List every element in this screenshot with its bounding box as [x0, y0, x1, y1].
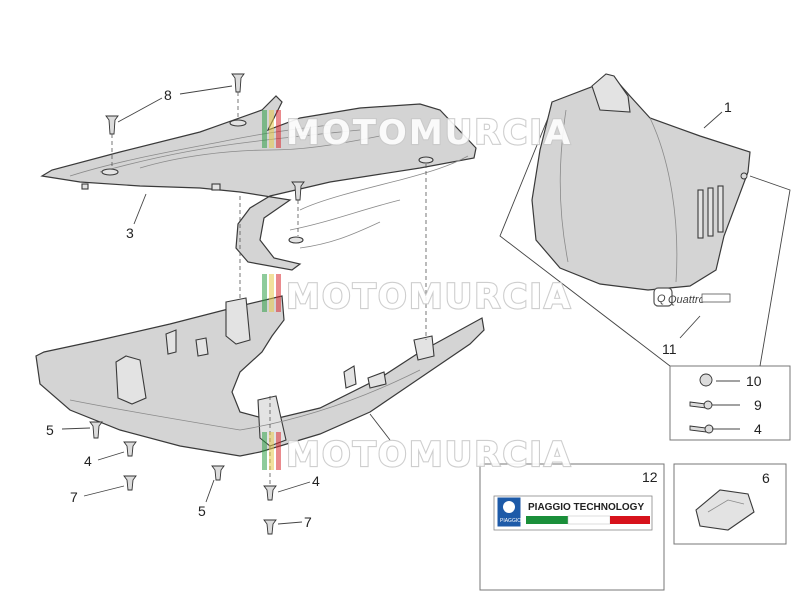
callout-7a: 7 [70, 489, 78, 505]
svg-text:Quattro: Quattro [668, 294, 705, 306]
callout-12: 12 [642, 469, 658, 485]
watermark-bottom: MOTOMURCIA [262, 432, 572, 476]
callout-8: 8 [164, 87, 172, 103]
callout-3: 3 [126, 225, 134, 241]
hardware-box [669, 365, 791, 441]
callout-4b: 4 [312, 473, 320, 489]
callout-1: 1 [724, 99, 732, 115]
decal-box: PIAGGIO PIAGGIO TECHNOLOGY [479, 463, 665, 591]
clip-box [673, 463, 787, 545]
callout-6: 6 [762, 470, 770, 486]
callout-11: 11 [662, 341, 677, 357]
callout-7b: 7 [304, 514, 312, 530]
callout-numbers: 1 3 8 11 10 9 4 5 4 7 5 4 7 12 6 [46, 87, 770, 530]
watermark-text: MOTOMURCIA [286, 113, 572, 153]
leader-lines [61, 85, 740, 525]
lower-body-panel [35, 295, 485, 457]
part-1-shield [531, 73, 751, 291]
callout-4c: 4 [754, 421, 762, 437]
quattro-logo: Q Quattro [653, 287, 731, 307]
callout-9: 9 [754, 397, 762, 413]
callout-5a: 5 [46, 422, 54, 438]
callout-5b: 5 [198, 503, 206, 519]
watermark-middle: MOTOMURCIA [262, 274, 572, 318]
watermark-top: MOTOMURCIA [262, 110, 572, 154]
svg-text:PIAGGIO: PIAGGIO [500, 518, 521, 524]
svg-text:PIAGGIO TECHNOLOGY: PIAGGIO TECHNOLOGY [528, 502, 644, 513]
screws [89, 73, 305, 535]
svg-text:Q: Q [657, 293, 666, 305]
watermark-text: MOTOMURCIA [286, 277, 572, 317]
callout-4a: 4 [84, 453, 92, 469]
callout-10: 10 [746, 373, 762, 389]
watermark-text: MOTOMURCIA [286, 435, 572, 475]
